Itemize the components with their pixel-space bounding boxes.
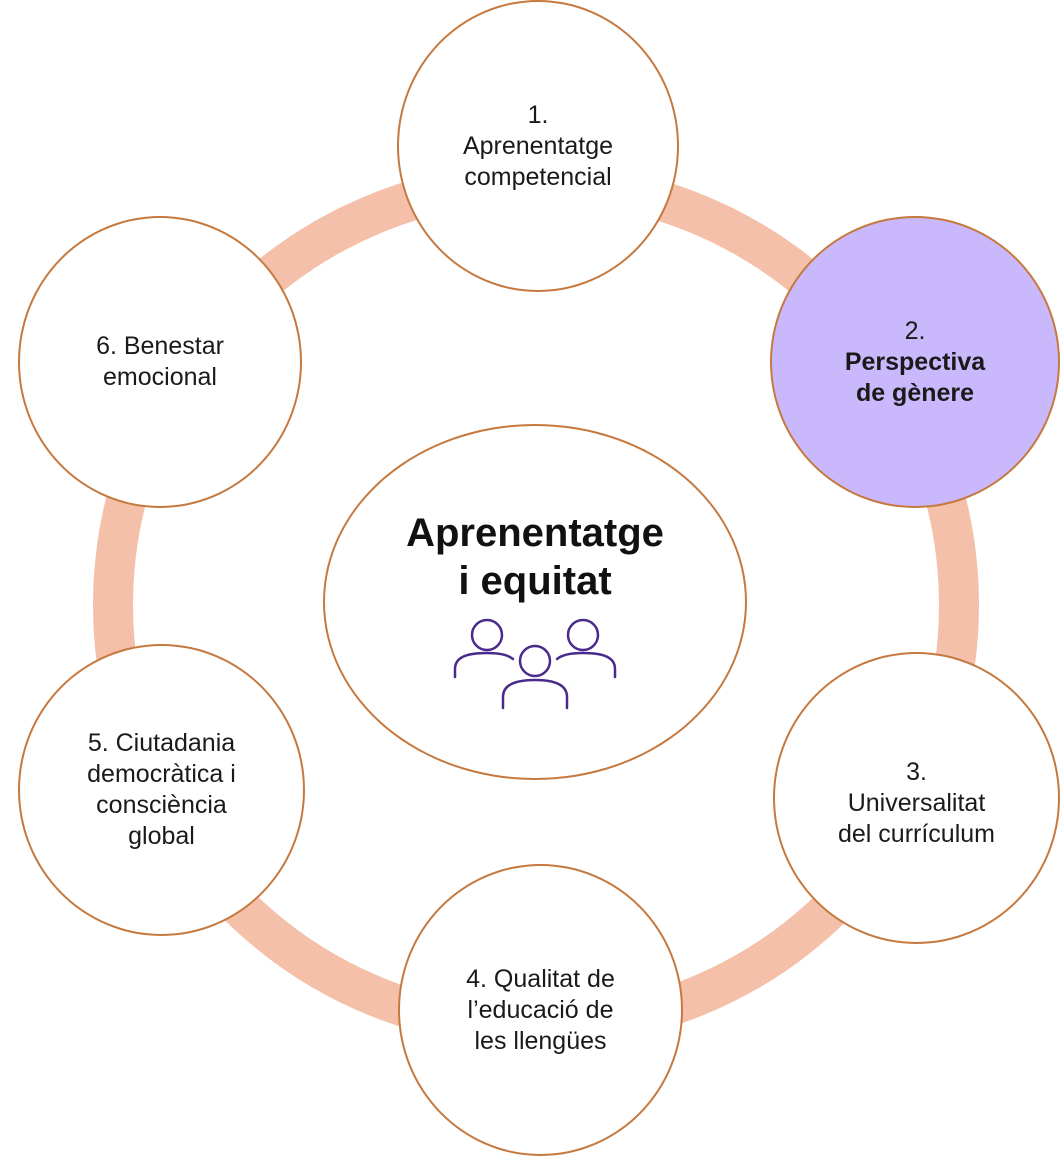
node-5-line1: 5. Ciutadania [87,729,236,757]
node-4-line3: les llengües [474,1026,607,1055]
node-5-ciutadania-democratica: 5. Ciutadania democràtica i consciència … [18,644,305,936]
node-1-line3: competencial [464,162,612,191]
node-4-line1: 4. Qualitat de [466,964,615,993]
node-3-line2: Universalitat [847,788,986,817]
node-2-perspectiva-de-genere: 2. Perspectiva de gènere [770,216,1060,508]
node-2-line2: Perspectiva [844,347,986,376]
node-3-universalitat-del-curriculum: 3. Universalitat del currículum [773,652,1060,944]
node-3-number: 3. [906,757,927,786]
node-5-line3: consciència [96,791,227,819]
person-left-head-icon [470,618,504,652]
center-title-line1: Aprenentatge [406,511,664,555]
person-right-head-icon [566,618,600,652]
node-3-label: 3. Universalitat del currículum [838,757,995,850]
person-right-body-icon [555,651,617,679]
node-6-benestar-emocional: 6. Benestar emocional [18,216,302,508]
node-4-label: 4. Qualitat de l’educació de les llengüe… [466,964,615,1057]
node-1-label: 1. Aprenentatge competencial [463,100,613,193]
node-6-line2: emocional [103,363,217,391]
node-2-label: 2. Perspectiva de gènere [845,316,985,409]
node-5-line2: democràtica i [87,760,236,788]
node-6-label: 6. Benestar emocional [96,331,224,393]
node-2-number: 2. [904,316,926,345]
center-title: Aprenentatge i equitat [406,509,664,605]
node-1-line2: Aprenentatge [462,131,614,160]
node-6-line1: 6. Benestar [96,332,224,360]
node-5-line4: global [128,822,195,850]
node-5-label: 5. Ciutadania democràtica i consciència … [87,728,236,852]
node-3-line3: del currículum [838,819,995,848]
node-2-line3: de gènere [855,378,975,407]
node-1-number: 1. [527,100,549,129]
center-title-line2: i equitat [458,559,612,603]
person-middle-body-icon [501,678,569,710]
center-aprenentatge-i-equitat: Aprenentatge i equitat [323,424,747,780]
person-left-body-icon [453,651,515,679]
person-middle-head-icon [518,644,552,678]
people-group-icon [453,618,617,710]
node-4-qualitat-educacio-llengues: 4. Qualitat de l’educació de les llengüe… [398,864,683,1156]
node-1-aprenentatge-competencial: 1. Aprenentatge competencial [397,0,679,292]
node-4-line2: l’educació de [467,995,614,1024]
